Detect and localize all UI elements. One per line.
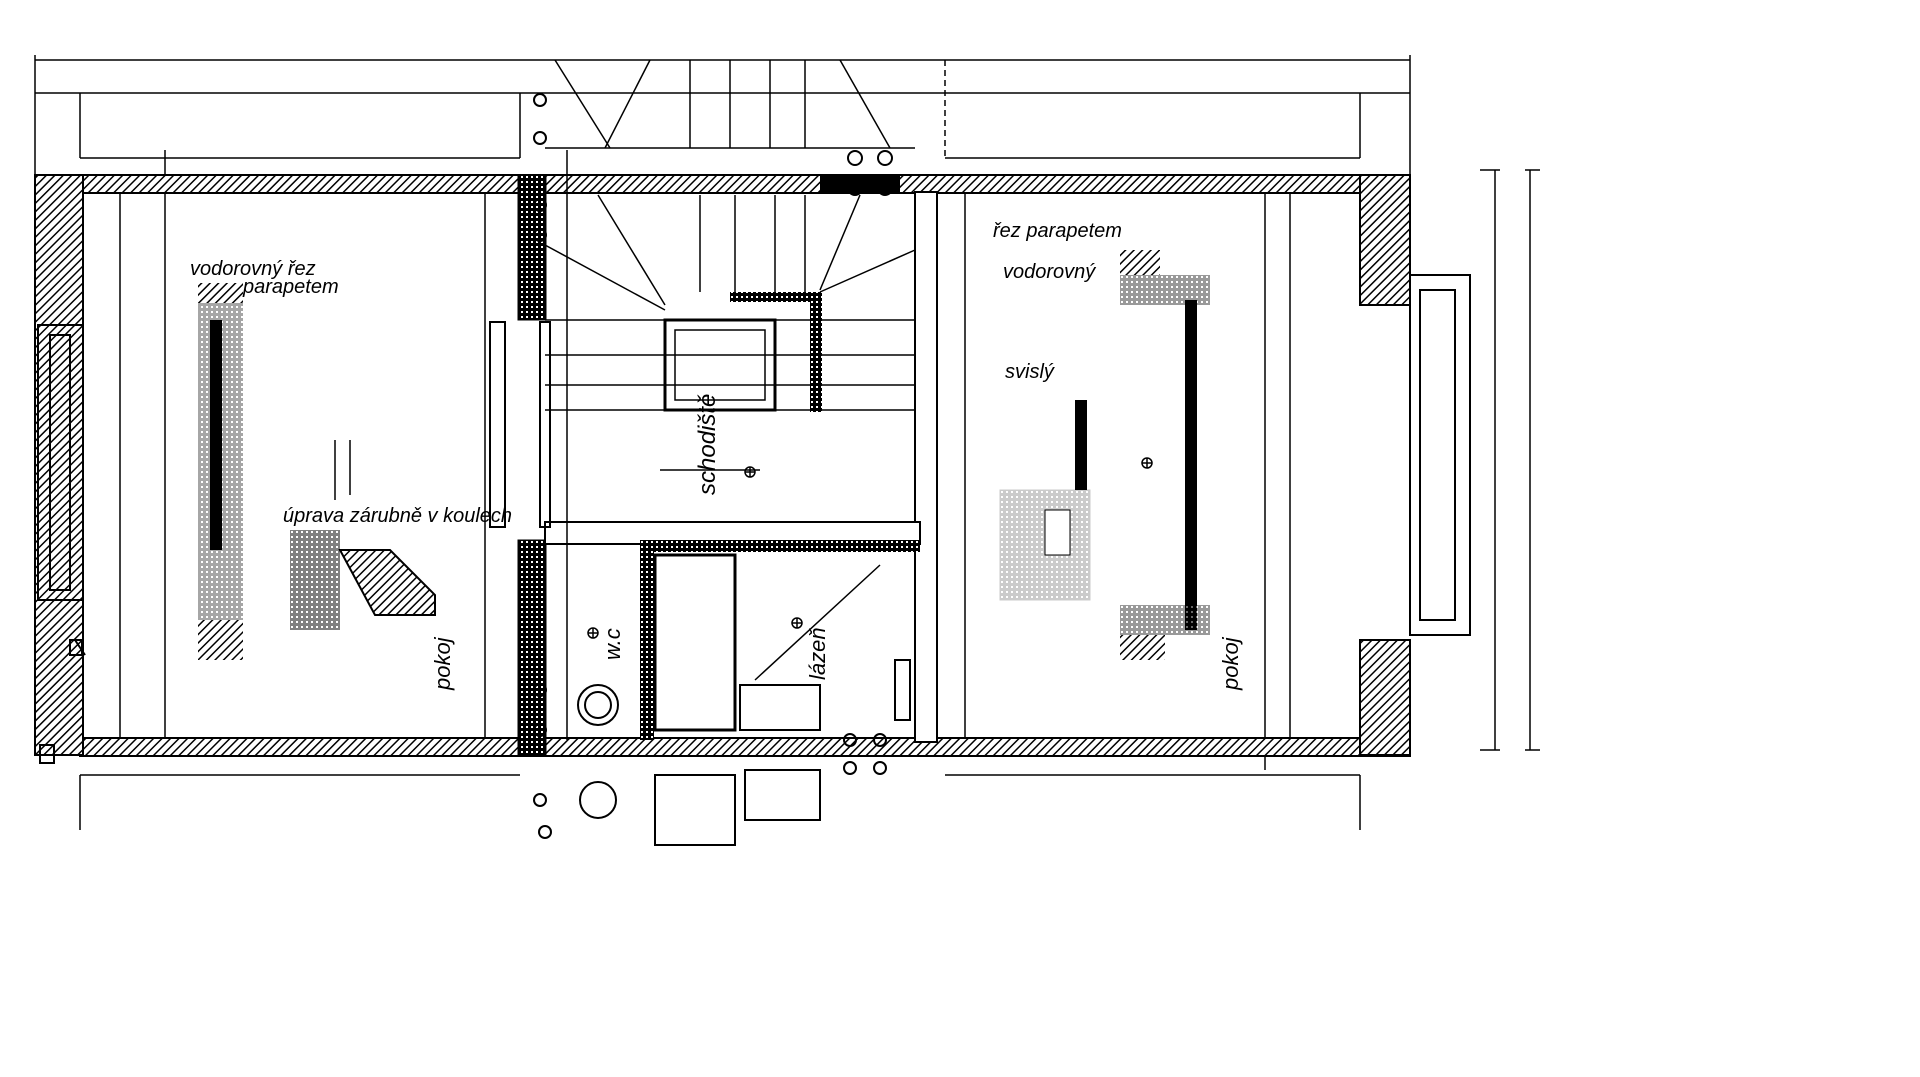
right-detail-vertical-label: svislý (1005, 361, 1055, 383)
centre-mark-icons (587, 457, 1153, 639)
right-detail-title: řez parapetem (993, 220, 1122, 242)
left-parapet-detail (198, 283, 436, 660)
right-parapet-detail (999, 250, 1210, 660)
room-label-right: pokoj (1218, 636, 1243, 691)
bathroom-label: lázeň (805, 627, 830, 680)
right-detail-horizontal-label: vodorovný (1003, 261, 1096, 283)
left-detail-title-line1: vodorovný řez (190, 258, 316, 280)
walls (34, 174, 1411, 757)
door-frame-detail-label: úprava zárubně v koulech (283, 505, 512, 527)
wc-label: w.c (600, 628, 625, 660)
left-detail-title-line2: parapetem (242, 276, 339, 298)
dimension-lines (34, 55, 1540, 830)
windows (37, 274, 1471, 636)
fixtures (39, 93, 911, 846)
staircase-label: schodiště (694, 394, 721, 495)
staircase-lines (544, 59, 916, 740)
room-label-left: pokoj (430, 636, 455, 691)
